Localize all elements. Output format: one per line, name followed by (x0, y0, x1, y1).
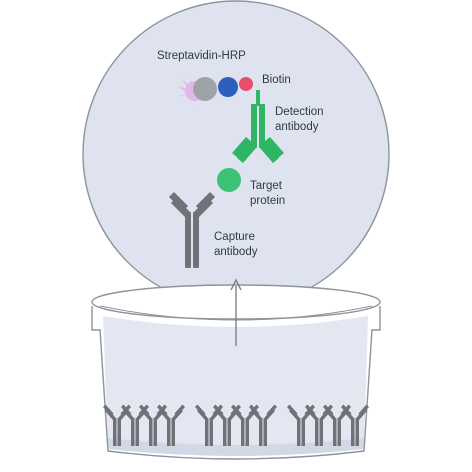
well-bottom-shadow (108, 438, 364, 456)
well-antibody-part (315, 418, 319, 446)
well-antibody-part (263, 418, 267, 446)
well-antibody-part (121, 404, 132, 416)
detection-antibody-stem-left (251, 104, 257, 148)
capture-antibody-label-line2: antibody (214, 246, 258, 258)
target-protein (217, 168, 241, 192)
well-antibody-part (287, 404, 298, 416)
well-antibody-part (351, 418, 355, 446)
well-antibody-part (174, 404, 185, 416)
streptavidin (218, 77, 238, 97)
well-antibody-part (209, 418, 213, 446)
well-antibody-part (249, 404, 260, 416)
well-antibody-part (223, 418, 227, 446)
detection-antibody-label-line2: antibody (275, 121, 319, 133)
well-antibody-part (113, 418, 117, 446)
well-antibody-part (266, 404, 277, 416)
microplate-well (91, 284, 381, 460)
well-antibody-part (301, 418, 305, 446)
detection-antibody (232, 104, 284, 163)
well-antibody-part (195, 404, 206, 416)
capture-antibody-stem-right (193, 212, 199, 268)
well-antibody-part (117, 418, 121, 446)
well-antibody-part (259, 418, 263, 446)
target-protein-label-line1: Target (250, 180, 283, 192)
detection-antibody-arm-right-inner (259, 142, 279, 163)
zoom-arrow-head (230, 278, 242, 291)
biotin-linker (256, 90, 260, 106)
well-antibody-part (305, 404, 316, 416)
hrp-enzyme (193, 77, 217, 101)
well-capture-antibody (287, 404, 315, 446)
well-capture-antibody (157, 404, 185, 446)
detection-antibody-arm-left-inner (237, 142, 257, 163)
well-antibody-part (231, 404, 242, 416)
well-antibody-part (245, 418, 249, 446)
well-antibody-part (205, 418, 209, 446)
streptavidin-hrp-label: Streptavidin-HRP (157, 50, 246, 62)
well-antibody-part (341, 404, 352, 416)
well-antibody-part (358, 404, 369, 416)
well-capture-antibody (139, 404, 167, 446)
biotin-label: Biotin (262, 74, 291, 86)
capture-antibody-label-line1: Capture (214, 231, 255, 243)
well-antibody-part (167, 418, 171, 446)
zoom-arrow (230, 278, 242, 346)
well-capture-antibody (249, 404, 277, 446)
well-wall (91, 306, 381, 460)
detection-antibody-label-line1: Detection (275, 106, 324, 118)
well-antibody-part (139, 404, 150, 416)
target-protein-label-line2: protein (250, 195, 285, 207)
capture-antibody (169, 192, 215, 268)
well-antibody-part (157, 404, 168, 416)
detection-antibody-arm-left-outer (232, 137, 252, 158)
well-antibody-part (135, 418, 139, 446)
capture-antibody-arm-left-outer (169, 192, 188, 211)
well-antibody-part (337, 418, 341, 446)
biotin (239, 77, 253, 91)
well-antibody-part (319, 418, 323, 446)
well-antibody-part (171, 418, 175, 446)
well-antibody-part (131, 418, 135, 446)
detection-antibody-stem-right (259, 104, 265, 148)
well-antibody-part (297, 418, 301, 446)
well-antibodies (103, 404, 369, 446)
well-capture-antibody (341, 404, 369, 446)
well-antibody-part (227, 418, 231, 446)
detection-antibody-arm-right-outer (264, 137, 284, 158)
capture-antibody-arm-right-outer (196, 192, 215, 211)
well-antibody-part (103, 404, 114, 416)
well-antibody-part (355, 418, 359, 446)
well-antibody-part (323, 404, 334, 416)
well-antibody-part (241, 418, 245, 446)
well-antibody-part (153, 418, 157, 446)
well-antibody-part (213, 404, 224, 416)
well-antibody-part (149, 418, 153, 446)
capture-antibody-stem-left (185, 212, 191, 268)
well-antibody-part (333, 418, 337, 446)
